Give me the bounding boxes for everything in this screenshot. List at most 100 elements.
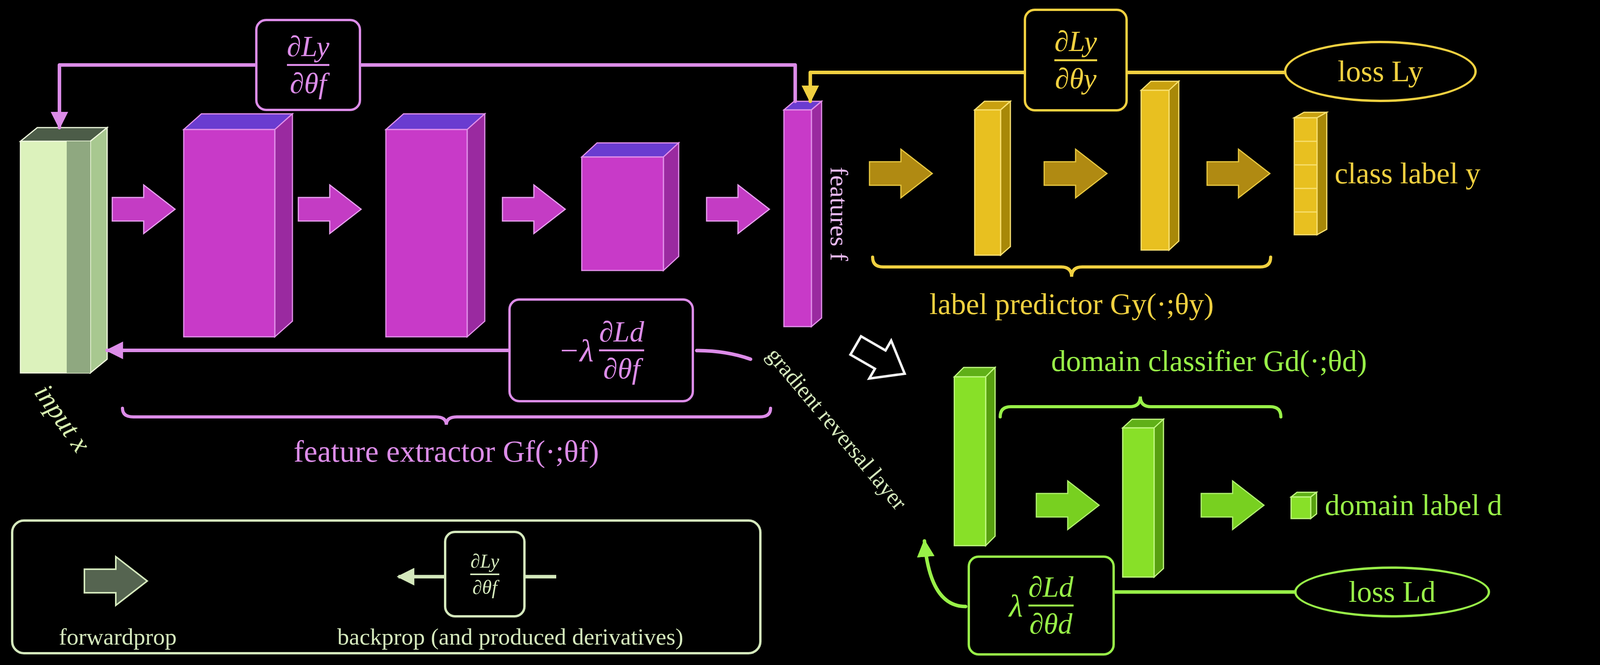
feature-layers — [581, 157, 664, 271]
feature-layers — [811, 101, 822, 327]
feature-layers — [183, 129, 275, 337]
formula-text: ∂Ly — [286, 30, 330, 63]
legend-text: forwardprop — [58, 623, 177, 650]
formula-text: ∂Ly — [470, 550, 499, 572]
fraction: ∂Ly ∂θy — [1054, 25, 1097, 95]
domain-classifier-layers — [1154, 419, 1164, 578]
formula-text: ∂θy — [1055, 62, 1097, 95]
domain-classifier-layers — [1122, 427, 1155, 578]
features-label: features f — [825, 166, 853, 262]
rotated-label: input x — [28, 378, 97, 458]
feature-layers — [467, 113, 485, 337]
forward-arrows — [1036, 480, 1100, 530]
component-label: label predictor Gy(·;θy) — [929, 287, 1214, 321]
gradient-arrow — [810, 72, 1024, 102]
forward-arrows — [844, 326, 916, 393]
label-predictor-layers — [1168, 81, 1179, 251]
fraction: ∂Ld∂θf — [599, 315, 645, 386]
input-block — [20, 127, 108, 373]
fraction-bar — [599, 349, 645, 352]
gradient-arrow — [1114, 590, 1295, 594]
domain-classifier-layers — [954, 376, 986, 546]
label-predictor-layers — [1294, 117, 1317, 235]
label-predictor-layers — [974, 109, 1001, 256]
legend-frame — [84, 556, 148, 606]
label-predictor-layers — [1141, 90, 1169, 251]
gradient-box: ∂Ly ∂θf — [443, 530, 526, 618]
forward-arrows — [1201, 480, 1264, 530]
gradient-arrow — [107, 348, 509, 353]
feature-layers — [274, 113, 293, 337]
formula-text: ∂θf — [289, 67, 327, 100]
forward-arrows — [298, 184, 362, 234]
fraction-bar — [470, 573, 499, 576]
domain-classifier-layers — [1310, 492, 1317, 519]
gradient-box: −λ∂Ld∂θf — [508, 298, 695, 403]
gradient-box: ∂Ly ∂θf — [255, 18, 362, 112]
gradient-arrow — [1127, 70, 1285, 75]
input-block — [66, 141, 91, 373]
gradient-arrow — [59, 65, 256, 128]
output-label-text: class label y — [1334, 157, 1481, 190]
forward-arrows — [1207, 149, 1270, 198]
loss-ellipse: loss Ld — [1294, 566, 1491, 618]
braces — [122, 257, 1281, 425]
feature-layers — [783, 109, 812, 327]
forward-arrows — [1044, 149, 1107, 198]
legend-entry: backprop (and produced derivatives) — [337, 623, 684, 650]
fraction-bar — [1054, 59, 1097, 62]
fraction: ∂Ly ∂θf — [286, 30, 330, 100]
label-predictor-layers — [1294, 141, 1317, 212]
component-label-text: label predictor Gy(·;θy) — [929, 287, 1214, 321]
feature-layers — [663, 142, 679, 271]
loss-ellipse: loss Ly — [1284, 40, 1477, 103]
fraction: ∂Ly ∂θf — [470, 550, 499, 599]
formula-text: ∂Ly — [1054, 25, 1097, 58]
formula-text: −λ — [558, 332, 594, 369]
label-predictor-layers — [1000, 101, 1011, 256]
forward-arrows — [706, 184, 770, 234]
formula: −λ∂Ld∂θf — [558, 315, 645, 386]
output-label: class label y — [1334, 155, 1481, 192]
domain-classifier-layers — [954, 367, 1317, 578]
loss-label: loss Ly — [1337, 54, 1424, 88]
gradient-box: λ∂Ld ∂θd — [967, 555, 1115, 656]
forward-arrows — [112, 149, 1270, 530]
gradient-wires — [696, 350, 966, 607]
component-label: feature extractor Gf(·;θf) — [293, 434, 600, 469]
legend-entry: forwardprop — [58, 623, 177, 650]
fraction: ∂Ld ∂θd — [1028, 571, 1074, 641]
gradient-wires — [924, 540, 966, 607]
formula-text: ∂Ld — [599, 315, 645, 348]
component-label-text: domain classifier Gd(·;θd) — [1051, 344, 1368, 378]
forward-arrows — [502, 184, 566, 234]
formula-text: λ — [1009, 588, 1023, 624]
fraction-bar — [286, 63, 330, 66]
input-block — [90, 127, 108, 373]
label-predictor-layers — [1316, 112, 1327, 235]
component-label: domain classifier Gd(·;θd) — [1051, 344, 1368, 378]
formula: ∂Ly ∂θf — [286, 30, 330, 100]
input-label: input x — [28, 378, 97, 458]
formula: ∂Ly ∂θy — [1054, 25, 1097, 95]
formula-text: ∂Ld — [1028, 571, 1074, 603]
braces — [1000, 396, 1281, 417]
fraction-bar — [1028, 604, 1074, 607]
features-bar: features f — [783, 101, 822, 327]
legend-frame — [12, 520, 761, 654]
braces — [122, 408, 771, 425]
gradient-wires — [696, 350, 751, 360]
forward-arrows — [869, 149, 933, 198]
component-label-text: feature extractor Gf(·;θf) — [293, 434, 600, 469]
braces — [872, 257, 1271, 277]
formula: ∂Ly ∂θf — [470, 550, 499, 599]
gradient-arrow — [361, 65, 796, 102]
formula-text: ∂θf — [472, 576, 497, 599]
input-block: input x — [20, 127, 108, 373]
forward-arrows — [112, 184, 176, 234]
rotated-label: features f — [825, 166, 853, 262]
legend-text: backprop (and produced derivatives) — [337, 623, 684, 650]
formula-text: ∂θd — [1029, 608, 1073, 640]
gradient-box: ∂Ly ∂θy — [1023, 8, 1128, 112]
